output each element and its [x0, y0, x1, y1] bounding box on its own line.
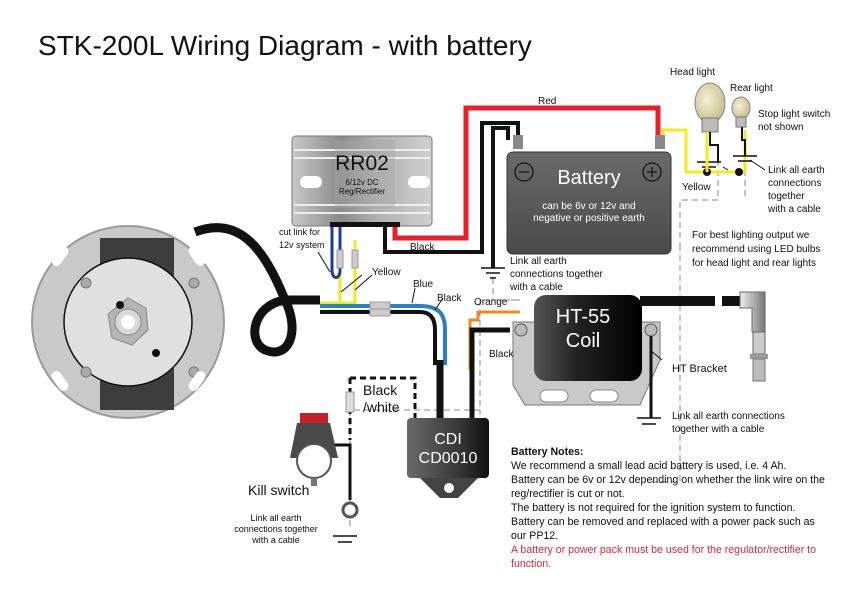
- cdi-wires: [436, 310, 520, 418]
- head-light-bulb: [694, 82, 726, 172]
- earth-kill-note-1: Link all earth: [250, 513, 301, 523]
- kill-switch: [290, 413, 359, 519]
- wire-label-black-white-1: Black: [363, 382, 398, 398]
- stator-wires: [320, 225, 447, 365]
- black-wire: [383, 121, 520, 254]
- earth-kill-note-3: with a cable: [251, 535, 300, 545]
- page-title: STK-200L Wiring Diagram - with battery: [38, 30, 532, 61]
- wire-label-red: Red: [538, 96, 556, 107]
- wire-label-black-stator: Black: [437, 293, 462, 304]
- wire-label-blue: Blue: [413, 279, 433, 290]
- rr-type-label: Reg/Rectifier: [339, 187, 386, 196]
- battery-note-line: Battery can be 6v or 12v depending on wh…: [511, 474, 825, 486]
- battery: [506, 135, 672, 255]
- earth-battery-note-1: Link all earth: [510, 256, 567, 267]
- cut-link-note-1: cut link for: [279, 227, 320, 237]
- wire-label-black-coil: Black: [489, 349, 514, 360]
- led-note-1: For best lighting output we: [692, 230, 810, 241]
- kill-switch-label: Kill switch: [248, 482, 309, 498]
- wire-label-orange: Orange: [474, 297, 508, 308]
- earth-battery-note-3: with a cable: [509, 282, 563, 293]
- battery-notes: Battery Notes: We recommend a small lead…: [511, 445, 831, 571]
- red-wire: [392, 105, 661, 241]
- coil-label-1: HT-55: [556, 306, 610, 328]
- rear-light-bulb: [731, 96, 751, 156]
- battery-earth-wire: [491, 126, 510, 268]
- battery-warning-line: function.: [511, 558, 552, 570]
- led-note-3: for head light and rear lights: [692, 258, 816, 269]
- battery-note-line: We recommend a small lead acid battery i…: [511, 460, 787, 472]
- earth-lights-note-1: Link all earth: [768, 165, 825, 176]
- regulator-rr02: [291, 135, 433, 227]
- stator-plate: [31, 225, 225, 419]
- yellow-lights-wire: [661, 128, 747, 174]
- stop-light-note-2: not shown: [758, 122, 804, 133]
- earth-lights-note-2: connections: [768, 178, 821, 189]
- battery-note-line: our PP12.: [511, 530, 559, 542]
- cdi-label-1: CDI: [434, 431, 462, 448]
- earth-battery-note-2: connections together: [510, 269, 604, 280]
- kill-switch-wires: [330, 376, 417, 500]
- wire-label-yellow-lights: Yellow: [682, 182, 711, 193]
- cdi-label-2: CD0010: [419, 450, 478, 467]
- earth-coil-note-1: Link all earth connections: [672, 411, 785, 422]
- cdi-unit: [407, 418, 489, 498]
- coil-label-2: Coil: [566, 330, 600, 352]
- rear-light-label: Rear light: [730, 83, 773, 94]
- battery-notes-heading: Battery Notes:: [511, 446, 584, 458]
- battery-note-2: negative or positive earth: [533, 213, 645, 224]
- wire-label-black-white-2: /white: [363, 399, 400, 415]
- head-light-label: Head light: [670, 67, 715, 78]
- earth-kill-note-2: connections together: [234, 524, 318, 534]
- battery-note-line: The battery is not required for the igni…: [511, 502, 796, 514]
- earth-lights-note-3: together: [768, 191, 805, 202]
- rr-model-label: RR02: [335, 152, 389, 175]
- led-note-2: recommend using LED bulbs: [692, 244, 820, 255]
- cut-link-note-2: 12v system: [279, 240, 325, 250]
- battery-label: Battery: [557, 167, 620, 189]
- stop-light-note-1: Stop light switch: [758, 109, 830, 120]
- wire-label-black-top: Black: [410, 242, 435, 253]
- battery-note-line: Battery can be removed and replaced with…: [511, 516, 815, 528]
- ht-bracket-label: HT Bracket: [672, 363, 727, 375]
- battery-warning-line: A battery or power pack must be used for…: [511, 544, 817, 556]
- rr-spec-label: 6/12v DC: [345, 178, 379, 187]
- wire-label-yellow-stator: Yellow: [372, 267, 401, 278]
- annotation-arrows: [317, 159, 766, 361]
- ht-coil: [512, 291, 768, 418]
- stator-cable: [193, 223, 320, 357]
- battery-note-1: can be 6v or 12v and: [542, 201, 635, 212]
- earth-lights-note-4: with a cable: [767, 204, 821, 215]
- earth-coil-note-2: together with a cable: [672, 424, 765, 435]
- battery-note-line: reg/rectifier is cut or not.: [511, 488, 625, 500]
